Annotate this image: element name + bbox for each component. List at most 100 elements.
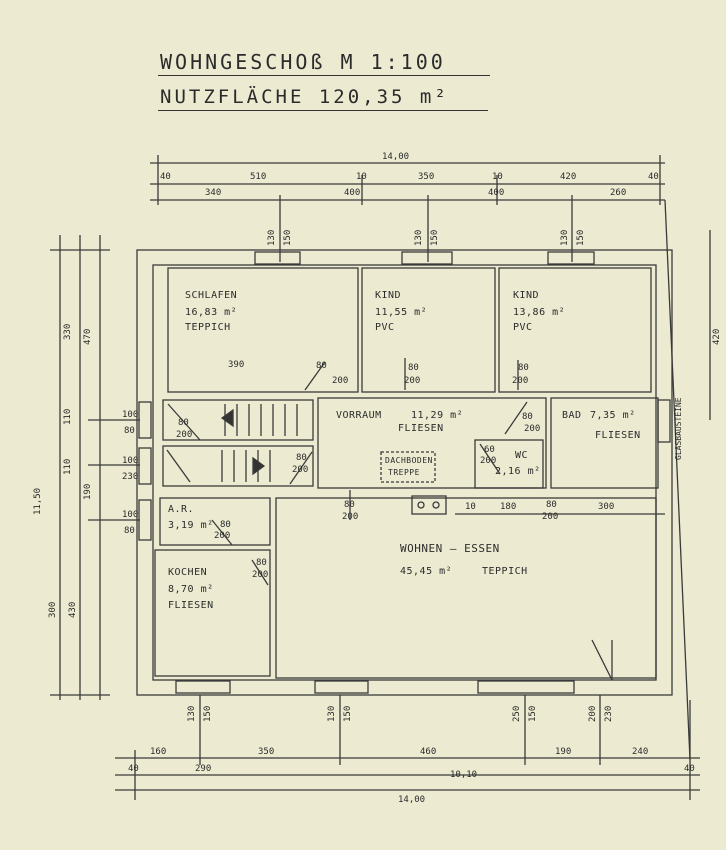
schlafen-area: 16,83 m²: [185, 307, 238, 318]
dachboden-line1: DACHBODEN: [385, 456, 433, 465]
kochen-name: KOCHEN: [168, 567, 208, 578]
dim-left-470: 470: [83, 328, 93, 345]
dim-top-win-1: 150: [283, 229, 293, 246]
dim-top-win-4: 130: [560, 229, 570, 246]
door-stair1-h: 200: [176, 430, 193, 440]
outer-wall: [136, 249, 673, 696]
dim-bottom-r1-2: 460: [420, 747, 437, 757]
dim-left-300: 300: [48, 601, 58, 618]
window-bottom-1: [175, 680, 231, 694]
vorraum-floor: FLIESEN: [398, 423, 444, 434]
door-ar-w: 80: [220, 520, 231, 530]
window-top-3: [547, 251, 595, 265]
door-wc-w: 60: [484, 445, 495, 455]
dim-top-r1-1: 510: [250, 172, 267, 182]
door-schlafen-h: 200: [332, 376, 349, 386]
dim-top-r2-0: 340: [205, 188, 222, 198]
schlafen-floor: TEPPICH: [185, 322, 231, 333]
dim-left-110b: 110: [63, 458, 73, 475]
glass-blocks: [657, 399, 671, 443]
wc-area: 2,16 m²: [495, 466, 541, 477]
vorraum-name: VORRAUM: [336, 410, 382, 421]
dim-left-win-4: 100: [122, 510, 139, 520]
dim-top-r2-1: 400: [344, 188, 361, 198]
dim-bottom-win-6: 200: [588, 705, 598, 722]
dim-top-r1-6: 40: [648, 172, 659, 182]
dim-top-win-3: 150: [430, 229, 440, 246]
door-kind1-w: 80: [408, 363, 419, 373]
title-underline-2: [158, 110, 488, 111]
door-kind1-h: 200: [404, 376, 421, 386]
dim-inner-2: 300: [598, 502, 615, 512]
dachboden-line2: TREPPE: [388, 468, 420, 477]
kind2-name: KIND: [513, 290, 540, 301]
door-kochen-w: 80: [256, 558, 267, 568]
door-vb-h: 200: [524, 424, 541, 434]
dim-bottom-total: 14,00: [398, 795, 426, 805]
inner-wall: [152, 264, 657, 681]
stair-arrow-down: [252, 456, 266, 476]
dim-bottom-r2-0: 40: [128, 764, 139, 774]
window-left-3: [138, 499, 152, 541]
dim-top-r1-2: 10: [356, 172, 367, 182]
door-kind2-h: 200: [512, 376, 529, 386]
kind2-floor: PVC: [513, 322, 533, 333]
dachboden-stairs: [380, 451, 436, 483]
stair-lower: [162, 445, 314, 487]
dim-bottom-r2-2: 10,10: [450, 770, 478, 780]
dim-bottom-win-0: 130: [187, 705, 197, 722]
window-top-2: [401, 251, 453, 265]
window-top-1: [254, 251, 301, 265]
ar-name: A.R.: [168, 504, 195, 515]
dim-left-110a: 110: [63, 408, 73, 425]
dim-right-420: 420: [712, 328, 722, 345]
stair-arrow-up: [220, 408, 234, 428]
kochen-area: 8,70 m²: [168, 584, 214, 595]
window-bottom-3: [477, 680, 575, 694]
dim-inner-1: 180: [500, 502, 517, 512]
title-underline: [158, 75, 490, 76]
dim-bottom-r1-0: 160: [150, 747, 167, 757]
dim-left-total: 11,50: [33, 487, 43, 515]
bad-floor: FLIESEN: [595, 430, 641, 441]
dim-top-r1-5: 420: [560, 172, 577, 182]
dim-top-r2-2: 400: [488, 188, 505, 198]
dim-top-r1-0: 40: [160, 172, 171, 182]
door-schlafen-w: 80: [316, 361, 327, 371]
schlafen-name: SCHLAFEN: [185, 290, 238, 301]
wohnen-room: [275, 497, 657, 679]
dim-bottom-r1-4: 240: [632, 747, 649, 757]
door-stair3-h: 200: [292, 465, 309, 475]
wc-room: [474, 439, 544, 489]
door-stair1-w: 80: [178, 418, 189, 428]
ar-room: [159, 497, 271, 546]
kind1-floor: PVC: [375, 322, 395, 333]
door-swings: [166, 358, 613, 681]
door-wc2-h: 200: [542, 512, 559, 522]
usable-area-title: NUTZFLÄCHE 120,35 m²: [160, 86, 449, 108]
dim-top-r2-3: 260: [610, 188, 627, 198]
kochen-floor: FLIESEN: [168, 600, 214, 611]
stove: [411, 495, 447, 515]
ar-area: 3,19 m²: [168, 520, 214, 531]
wohnen-area: 45,45 m²: [400, 566, 453, 577]
dim-bottom-r2-1: 290: [195, 764, 212, 774]
wc-name: WC: [515, 450, 529, 461]
bad-name: BAD: [562, 410, 582, 421]
schlafen-room: [167, 267, 359, 393]
door-ar-h: 200: [214, 531, 231, 541]
door-wohnen-w: 80: [344, 500, 355, 510]
bad-area: 7,35 m²: [590, 410, 636, 421]
kind2-area: 13,86 m²: [513, 307, 566, 318]
dim-left-win-3: 230: [122, 472, 139, 482]
dim-top-win-2: 130: [414, 229, 424, 246]
dim-bottom-r2-3: 40: [684, 764, 695, 774]
vorraum-room: [317, 397, 547, 489]
door-wohnen-h: 200: [342, 512, 359, 522]
schlafen-width: 390: [228, 360, 245, 370]
dim-bottom-win-3: 150: [343, 705, 353, 722]
dim-left-win-2: 100: [122, 456, 139, 466]
kind1-room: [361, 267, 496, 393]
